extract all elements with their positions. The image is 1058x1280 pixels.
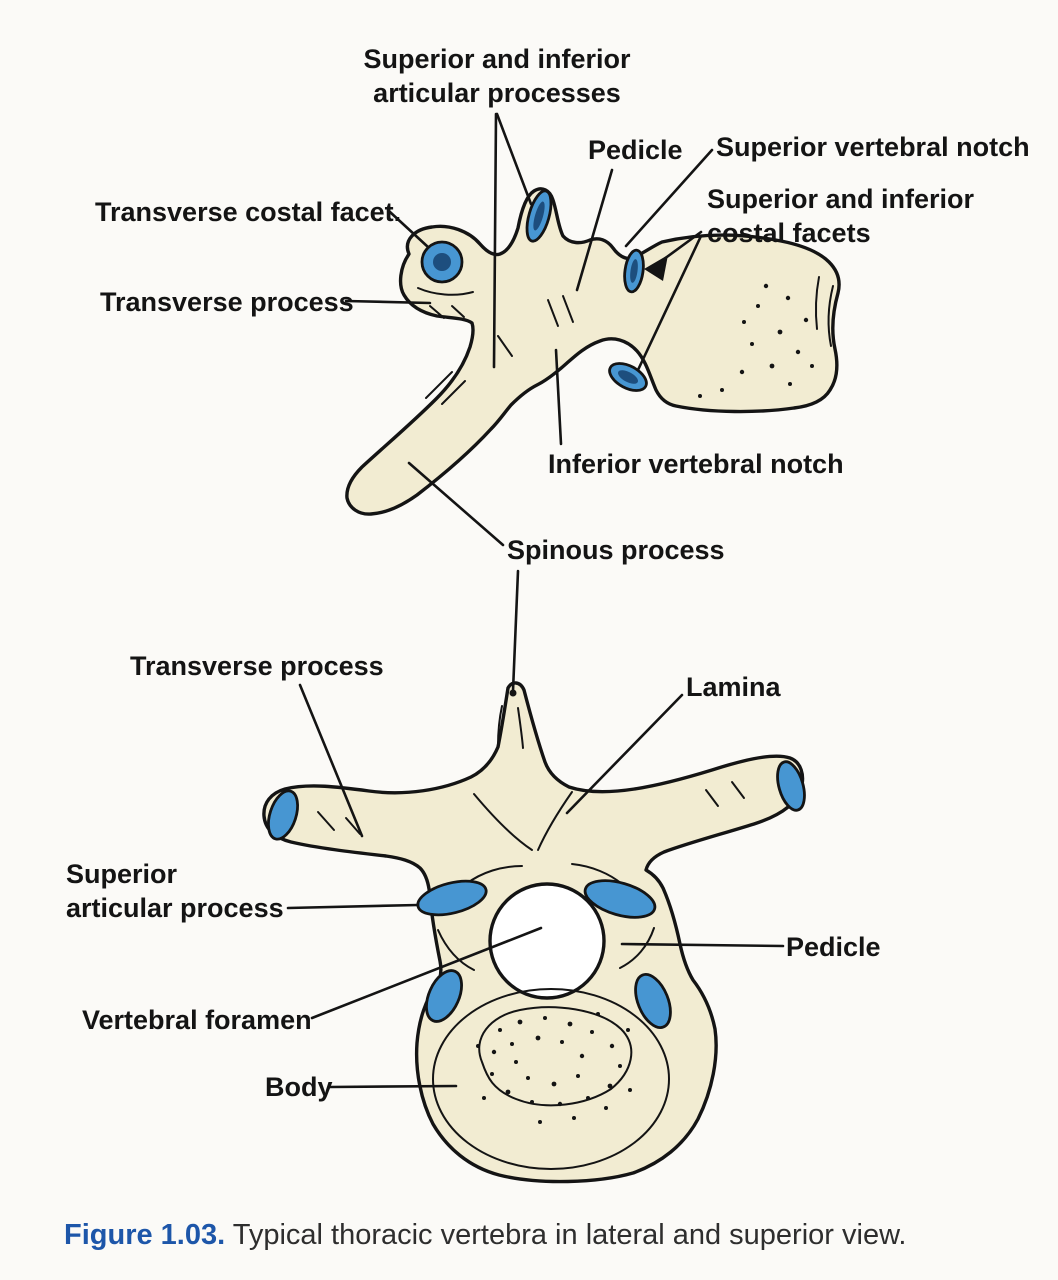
leader-costal-facets-lower — [636, 234, 703, 372]
lateral-hatch-5 — [497, 335, 513, 357]
leader-pedicle-superior — [620, 942, 785, 948]
superior-tp-hatch-1 — [317, 811, 335, 831]
lateral-spinous-ridge-2 — [441, 380, 466, 405]
leader-transverse-costal-facet — [388, 210, 430, 249]
superior-lamina-line-right — [537, 791, 573, 851]
transverse-facet-left-tip-shape — [267, 789, 299, 841]
superior-lamina-line-left — [473, 793, 533, 851]
body-inner-ring — [432, 988, 670, 1170]
leader-articular-processes-upper — [495, 112, 533, 206]
inferior-facet-right-shape — [634, 973, 672, 1029]
superior-tp-hatch-2 — [345, 817, 361, 835]
superior-spinous-ridge-2 — [517, 707, 524, 749]
superior-tp-hatch-3 — [705, 789, 719, 807]
lateral-body-edge-line-2 — [814, 276, 820, 330]
label-body: Body — [265, 1072, 333, 1102]
label-lamina: Lamina — [686, 672, 781, 702]
leader-vertebral-foramen — [310, 926, 543, 1020]
leader-lines — [286, 112, 785, 1089]
superior-tp-hatch-4 — [731, 781, 745, 799]
label-superior-vertebral-notch: Superior vertebral notch — [716, 132, 1030, 162]
lateral-hatch-1 — [429, 305, 445, 319]
figure-caption: Figure 1.03. Typical thoracic vertebra i… — [64, 1218, 1024, 1253]
leader-transverse-process-superior — [298, 683, 364, 838]
leader-costal-facets-arrowhead — [644, 255, 668, 281]
transverse-facet-right-tip-shape — [776, 760, 806, 812]
leader-transverse-process-lateral — [344, 299, 432, 305]
spinous-tip-dot — [509, 689, 517, 697]
leader-articular-processes-lower — [492, 112, 498, 369]
superior-articular-facet-right-shape — [583, 879, 657, 919]
inferior-facet-left-shape — [425, 969, 463, 1023]
superior-pedicle-line-left — [437, 929, 475, 971]
figure-caption-number: Figure 1.03. — [64, 1219, 226, 1251]
inferior-costal-facet-center — [618, 370, 638, 384]
lateral-view-illustration — [345, 187, 841, 516]
superior-pedicle-line-right — [619, 927, 655, 969]
leader-spinous-to-superior — [511, 569, 520, 693]
leader-inferior-vertebral-notch — [554, 348, 563, 446]
lateral-spinous-ridge-1 — [425, 371, 453, 399]
label-transverse-costal-facet: Transverse costal facet. — [95, 197, 402, 227]
lateral-body-stipple — [698, 283, 814, 398]
label-transverse-process-superior: Transverse process — [130, 651, 384, 681]
label-articular-processes: Superior and inferior articular processe… — [363, 44, 631, 109]
leader-superior-articular-process — [286, 903, 420, 910]
vertebral-foramen-shape — [488, 882, 606, 1000]
figure-caption-text: Typical thoracic vertebra in lateral and… — [225, 1219, 907, 1251]
lateral-hatch-2 — [451, 305, 465, 318]
superior-view-illustration — [262, 681, 806, 1184]
leader-spinous-to-lateral — [407, 461, 505, 547]
lateral-knob-separation-line — [417, 287, 474, 296]
superior-body-stipple — [476, 1012, 632, 1124]
lateral-vertebra-outline — [345, 187, 841, 516]
label-spinous-process: Spinous process — [507, 535, 725, 565]
leader-pedicle-lateral — [575, 168, 614, 292]
leader-body — [328, 1084, 458, 1089]
leader-lamina — [565, 693, 684, 815]
label-inferior-vertebral-notch: Inferior vertebral notch — [548, 449, 844, 479]
superior-spinous-ridge-1 — [497, 705, 503, 747]
label-vertebral-foramen: Vertebral foramen — [82, 1005, 312, 1035]
lateral-body-edge-line-1 — [827, 285, 834, 347]
leader-superior-vertebral-notch — [624, 148, 714, 248]
lateral-hatch-4 — [562, 295, 574, 323]
transverse-costal-facet-center — [433, 253, 451, 271]
lateral-hatch-3 — [547, 299, 559, 327]
superior-costal-facet-center — [630, 259, 638, 283]
superior-articular-facet-left-shape — [416, 879, 488, 917]
label-transverse-process-lateral: Transverse process — [100, 287, 354, 317]
body-stipple-patch-outline — [478, 1006, 633, 1107]
label-superior-articular-process: Superior articular process — [66, 859, 284, 924]
superior-articular-facet-center — [533, 201, 545, 231]
label-pedicle-lateral: Pedicle — [588, 135, 683, 165]
label-costal-facets: Superior and inferior costal facets — [707, 184, 975, 249]
label-pedicle-superior: Pedicle — [786, 932, 881, 962]
